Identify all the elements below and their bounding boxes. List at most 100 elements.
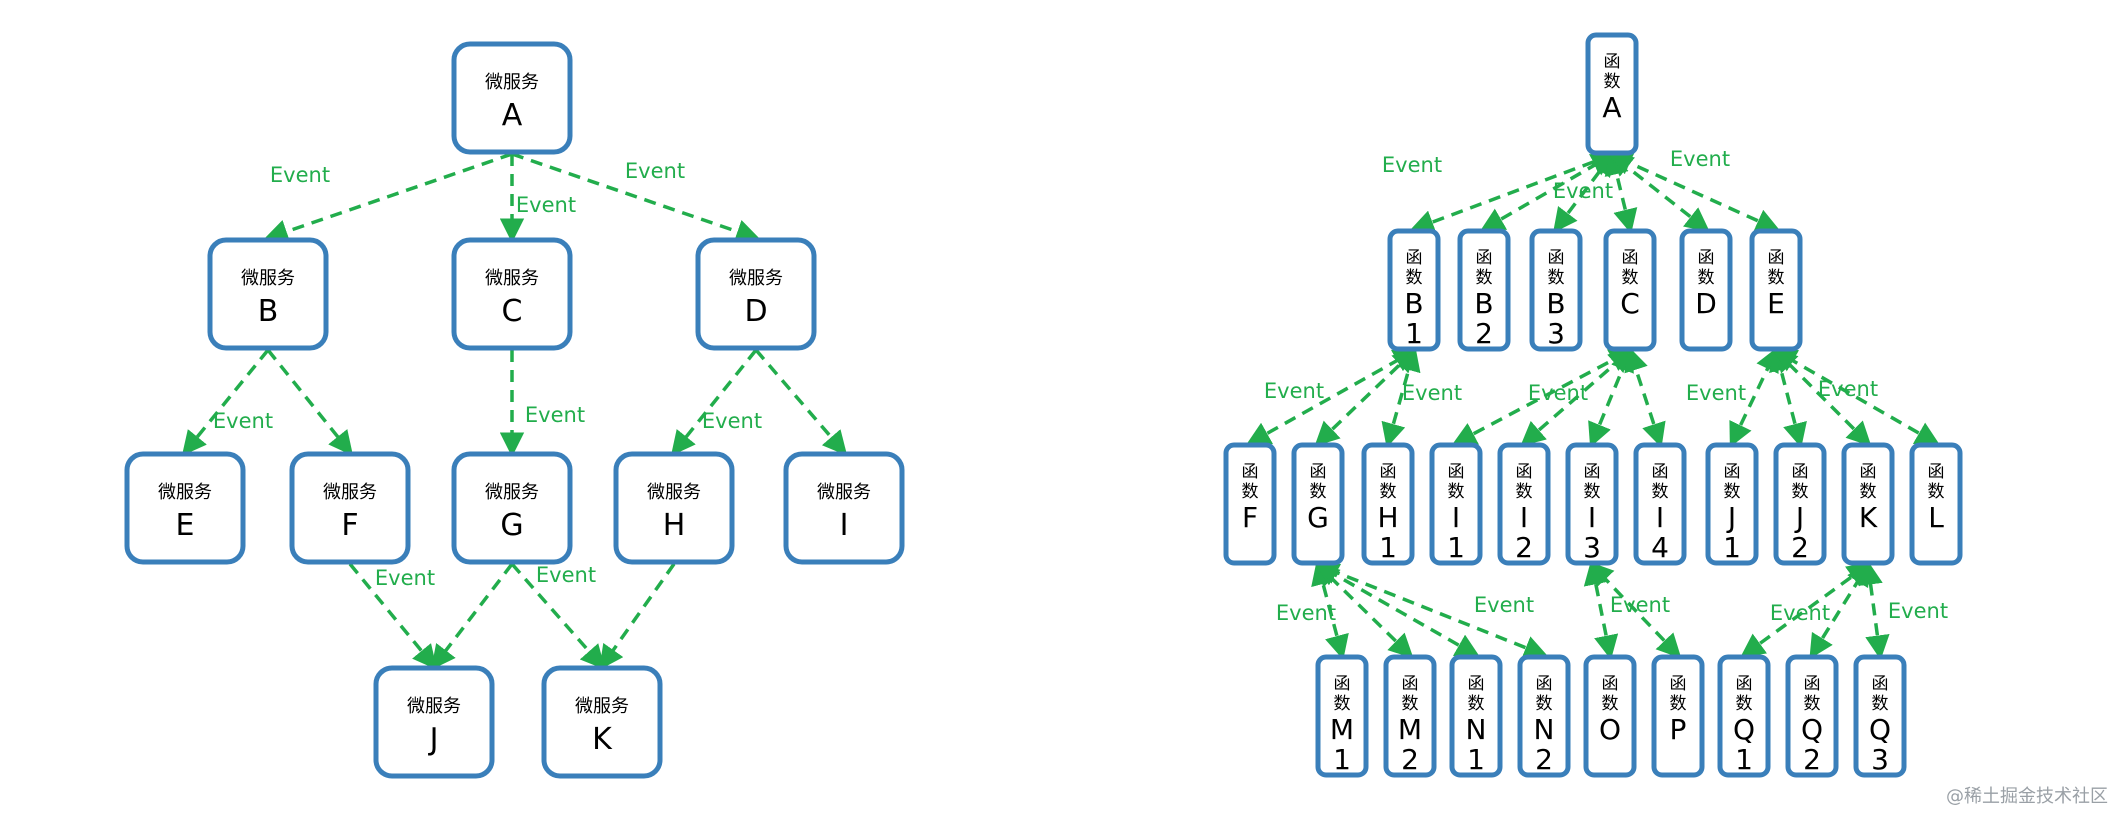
function-node-l: 函数L xyxy=(1909,442,1963,566)
node-id-char: D xyxy=(1695,287,1717,320)
node-id-char: 3 xyxy=(1583,531,1601,564)
node-id-char: O xyxy=(1599,713,1621,746)
edge-b-f xyxy=(266,348,354,456)
node-type-char: 函 xyxy=(1310,462,1327,482)
node-id-char: 1 xyxy=(1735,743,1753,776)
node-type-label: 微服务 xyxy=(485,72,539,93)
edge-c-i3 xyxy=(1588,346,1634,448)
node-id-char: 4 xyxy=(1651,531,1669,564)
node-type-label: 微服务 xyxy=(323,482,377,503)
node-type-char: 数 xyxy=(1652,482,1669,502)
node-type-char: 函 xyxy=(1468,674,1485,694)
node-type-char: 数 xyxy=(1468,694,1485,714)
node-type-char: 数 xyxy=(1402,694,1419,714)
node-type-char: 函 xyxy=(1242,462,1259,482)
edge-k-q3 xyxy=(1858,560,1890,660)
node-id-label: F xyxy=(341,508,358,543)
node-id-char: 2 xyxy=(1535,743,1553,776)
edge-g-j xyxy=(431,562,514,670)
edge-c-i2 xyxy=(1520,347,1634,447)
edge-a-b xyxy=(263,152,513,244)
microservice-nodes: 微服务A微服务B微服务C微服务D微服务E微服务F微服务G微服务H微服务I微服务J… xyxy=(124,41,905,779)
function-node-k: 函数K xyxy=(1841,442,1895,566)
node-id-char: J xyxy=(1794,501,1804,534)
edge-a-b3 xyxy=(1553,151,1615,233)
node-type-char: 函 xyxy=(1604,52,1621,72)
node-type-char: 函 xyxy=(1724,462,1741,482)
event-label: Event xyxy=(1888,599,1948,623)
node-id-char: B xyxy=(1546,287,1565,320)
node-id-char: 1 xyxy=(1379,531,1397,564)
event-label: Event xyxy=(213,409,273,433)
node-type-char: 数 xyxy=(1698,268,1715,288)
node-id-char: 1 xyxy=(1333,743,1351,776)
node-id-char: C xyxy=(1620,287,1640,320)
node-id-char: 2 xyxy=(1803,743,1821,776)
event-label: Event xyxy=(1686,381,1746,405)
event-label: Event xyxy=(1474,593,1534,617)
node-type-char: 数 xyxy=(1548,268,1565,288)
edge-b1-f xyxy=(1245,348,1419,446)
node-type-char: 函 xyxy=(1622,248,1639,268)
node-id-char: F xyxy=(1242,501,1258,534)
node-id-char: M xyxy=(1330,713,1354,746)
node-type-char: 数 xyxy=(1604,72,1621,92)
edge-g-n2 xyxy=(1313,560,1549,660)
node-id-char: B xyxy=(1474,287,1493,320)
node-id-char: K xyxy=(1859,501,1878,534)
node-type-char: 数 xyxy=(1670,694,1687,714)
node-id-label: E xyxy=(176,508,195,543)
node-id-label: I xyxy=(840,508,849,543)
node-type-char: 函 xyxy=(1698,248,1715,268)
node-type-char: 数 xyxy=(1310,482,1327,502)
microservice-edges xyxy=(181,152,848,671)
node-id-char: 3 xyxy=(1547,317,1565,350)
node-type-char: 数 xyxy=(1804,694,1821,714)
function-edges xyxy=(1245,150,1941,660)
node-id-char: 1 xyxy=(1405,317,1423,350)
node-type-char: 数 xyxy=(1584,482,1601,502)
edge-f-j xyxy=(348,562,438,670)
edge-e-j1 xyxy=(1729,346,1779,448)
node-id-label: G xyxy=(500,508,523,543)
node-type-char: 函 xyxy=(1548,248,1565,268)
edge-c-i4 xyxy=(1624,346,1666,448)
edge-b1-h1 xyxy=(1381,346,1421,448)
function-node-p: 函数P xyxy=(1651,654,1705,778)
node-id-char: L xyxy=(1928,501,1944,534)
edge-i3-p xyxy=(1588,561,1682,659)
node-type-char: 函 xyxy=(1792,462,1809,482)
node-type-char: 数 xyxy=(1724,482,1741,502)
node-id-char: I xyxy=(1520,501,1528,534)
node-id-char: 1 xyxy=(1467,743,1485,776)
node-id-char: 3 xyxy=(1871,743,1889,776)
node-id-label: H xyxy=(663,508,686,543)
node-type-char: 数 xyxy=(1242,482,1259,502)
node-type-char: 数 xyxy=(1768,268,1785,288)
node-type-char: 函 xyxy=(1536,674,1553,694)
edge-a-d xyxy=(511,152,761,244)
event-label: Event xyxy=(1610,593,1670,617)
node-type-char: 函 xyxy=(1768,248,1785,268)
node-id-char: 2 xyxy=(1401,743,1419,776)
function-node-f: 函数F xyxy=(1223,442,1277,566)
node-id-char: J xyxy=(1726,501,1736,534)
event-label: Event xyxy=(375,566,435,590)
node-id-label: J xyxy=(428,722,439,757)
function-node-d: 函数D xyxy=(1679,228,1733,352)
